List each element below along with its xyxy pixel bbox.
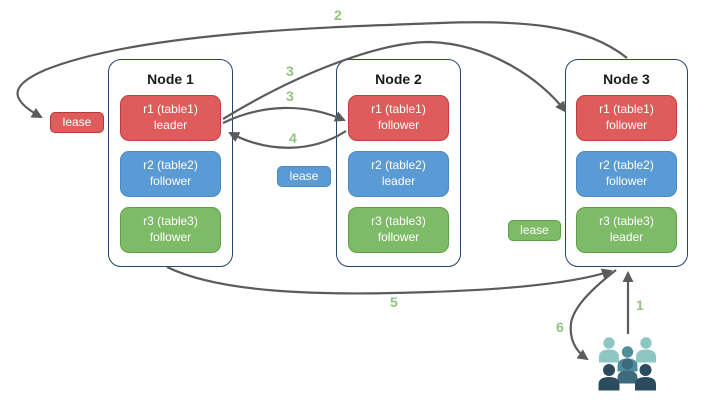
lease-badge-green: lease [508, 220, 561, 241]
user-front-left [598, 364, 620, 391]
node-2-replica-r1: r1 (table1) follower [348, 95, 449, 141]
step-label-4: 4 [289, 130, 297, 146]
node-3-replica-r2: r2 (table2) follower [576, 151, 677, 197]
replica-name: r2 (table2) [143, 158, 198, 173]
lease-badge-blue: lease [277, 166, 331, 187]
replica-role: leader [381, 174, 416, 188]
node-1-replica-r3: r3 (table3) follower [120, 207, 221, 253]
step-label-6: 6 [556, 319, 564, 335]
replica-role: follower [377, 118, 420, 132]
replica-role: follower [377, 230, 420, 244]
node-3: Node 3 r1 (table1) follower r2 (table2) … [565, 59, 688, 267]
replica-name: r3 (table3) [599, 214, 654, 229]
node-3-replica-r3: r3 (table3) leader [576, 207, 677, 253]
replica-name: r3 (table3) [371, 214, 426, 229]
replica-name: r2 (table2) [371, 158, 426, 173]
replica-name: r2 (table2) [599, 158, 654, 173]
node-2: Node 2 r1 (table1) follower r2 (table2) … [336, 59, 461, 267]
lease-badge-red: lease [50, 112, 104, 133]
replica-role: leader [153, 118, 188, 132]
users-group-icon [598, 337, 656, 391]
replica-role: follower [605, 118, 648, 132]
arrow-step-5 [166, 266, 613, 295]
node-1: Node 1 r1 (table1) leader r2 (table2) fo… [108, 59, 233, 267]
node-1-replica-r2: r2 (table2) follower [120, 151, 221, 197]
step-label-5: 5 [390, 294, 398, 310]
arrow-step-3-to-node2 [222, 106, 346, 124]
node-2-title: Node 2 [375, 71, 422, 87]
user-front-right [635, 364, 656, 391]
node-3-replica-r1: r1 (table1) follower [576, 95, 677, 141]
node-3-title: Node 3 [603, 71, 650, 87]
step-label-1: 1 [636, 297, 644, 313]
user-front-center [617, 358, 638, 384]
step-label-2: 2 [334, 7, 342, 23]
node-2-replica-r2: r2 (table2) leader [348, 151, 449, 197]
replica-role: leader [609, 230, 644, 244]
node-1-title: Node 1 [147, 71, 194, 87]
replica-name: r1 (table1) [371, 102, 426, 117]
replica-role: follower [149, 230, 192, 244]
arrow-step-4 [228, 130, 347, 149]
replica-name: r3 (table3) [143, 214, 198, 229]
user-back-left [599, 337, 619, 363]
node-1-replica-r1: r1 (table1) leader [120, 95, 221, 141]
step-label-3a: 3 [286, 63, 294, 79]
replica-role: follower [149, 174, 192, 188]
replica-name: r1 (table1) [599, 102, 654, 117]
user-back-right [636, 337, 656, 363]
node-2-replica-r3: r3 (table3) follower [348, 207, 449, 253]
replica-role: follower [605, 174, 648, 188]
replica-name: r1 (table1) [143, 102, 198, 117]
step-label-3b: 3 [286, 88, 294, 104]
